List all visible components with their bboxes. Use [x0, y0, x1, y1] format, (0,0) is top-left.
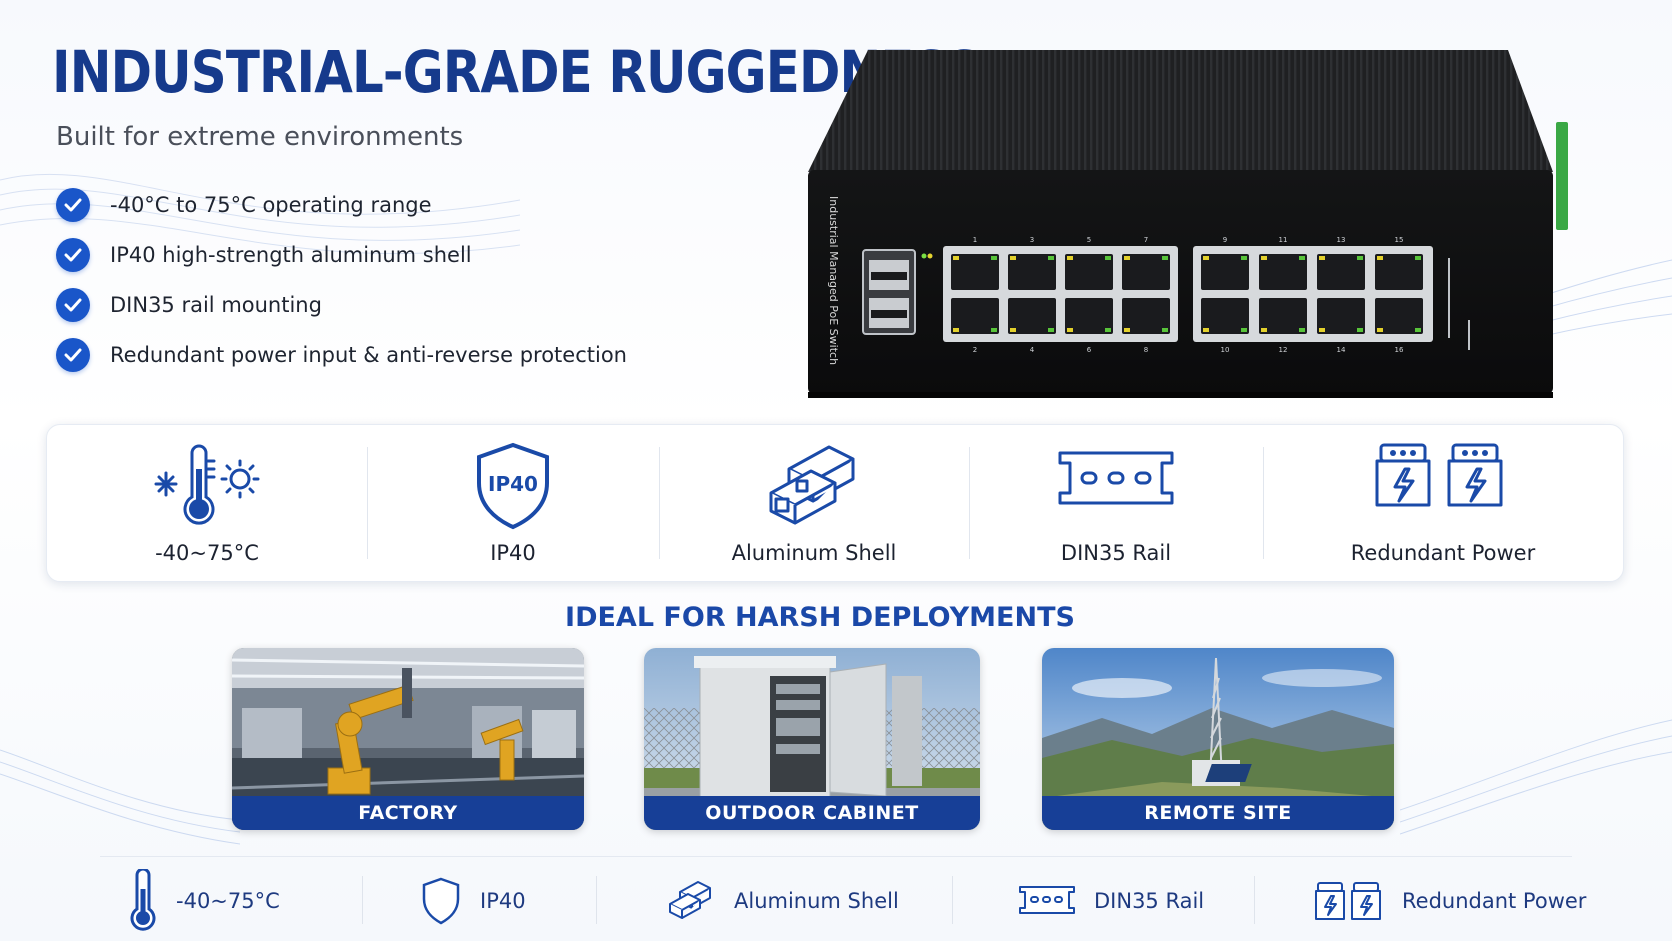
- aluminum-profile-icon: [669, 881, 711, 919]
- port-number: 11: [1279, 236, 1288, 244]
- bottom-item-aluminum: Aluminum Shell: [666, 866, 899, 936]
- scene-caption: FACTORY: [232, 796, 584, 830]
- deploy-section-title: IDEAL FOR HARSH DEPLOYMENTS: [565, 602, 1075, 633]
- scene-caption: REMOTE SITE: [1042, 796, 1394, 830]
- scene-caption: OUTDOOR CABINET: [644, 796, 980, 830]
- power-supply-icon: [1375, 443, 1503, 507]
- device-side-label: Industrial Managed PoE Switch: [827, 196, 840, 365]
- highlight-redundant-power: Redundant Power: [1263, 425, 1623, 581]
- aluminum-profile-icon: [769, 445, 855, 525]
- port-number: 2: [973, 346, 977, 354]
- factory-photo: FACTORY: [232, 648, 584, 830]
- din-rail-icon: [1019, 886, 1075, 914]
- highlight-label: Redundant Power: [1350, 541, 1536, 565]
- bottom-item-ip40: IP40: [420, 866, 526, 936]
- din-rail-icon: [1058, 451, 1174, 505]
- port-number: 3: [1030, 236, 1034, 244]
- power-supply-icon: [1315, 882, 1381, 920]
- list-item: Redundant power input & anti-reverse pro…: [56, 330, 627, 380]
- bottom-label: IP40: [480, 889, 526, 913]
- port-number: 4: [1030, 346, 1035, 354]
- highlight-din-rail: DIN35 Rail: [969, 425, 1263, 581]
- port-number: 14: [1337, 346, 1346, 354]
- port-number: 8: [1144, 346, 1148, 354]
- bottom-label: -40~75°C: [176, 889, 280, 913]
- highlight-temperature: -40~75°C: [47, 425, 367, 581]
- port-number: 1: [973, 236, 977, 244]
- bottom-summary-row: -40~75°C IP40 Aluminum Shell DIN35 Rail: [0, 866, 1672, 936]
- port-number: 16: [1395, 346, 1404, 354]
- bottom-label: DIN35 Rail: [1094, 889, 1205, 913]
- background-wave-bottom-right: [1400, 719, 1672, 835]
- highlight-ip40: IP40 IP40: [367, 425, 659, 581]
- page-subtitle: Built for extreme environments: [56, 122, 464, 152]
- list-item: -40°C to 75°C operating range: [56, 180, 627, 230]
- bottom-separator: [1254, 876, 1255, 924]
- highlight-aluminum: Aluminum Shell: [659, 425, 969, 581]
- bottom-item-redundant-power: Redundant Power: [1314, 866, 1586, 936]
- port-number: 7: [1144, 236, 1148, 244]
- background-wave-bottom-left: [0, 749, 240, 845]
- port-number: 5: [1087, 236, 1091, 244]
- shield-icon: [422, 877, 460, 925]
- port-number: 9: [1223, 236, 1227, 244]
- check-icon: [56, 338, 90, 372]
- list-item: DIN35 rail mounting: [56, 280, 627, 330]
- outdoor-cabinet-photo: OUTDOOR CABINET: [644, 648, 980, 830]
- list-item: IP40 high-strength aluminum shell: [56, 230, 627, 280]
- bottom-divider: [100, 856, 1572, 857]
- feature-text: DIN35 rail mounting: [110, 293, 322, 317]
- port-number: 13: [1337, 236, 1346, 244]
- highlight-label: -40~75°C: [155, 541, 259, 565]
- feature-text: IP40 high-strength aluminum shell: [110, 243, 472, 267]
- highlight-label: IP40: [490, 541, 536, 565]
- check-icon: [56, 188, 90, 222]
- check-icon: [56, 288, 90, 322]
- bottom-label: Redundant Power: [1402, 889, 1587, 913]
- ip40-badge-text: IP40: [488, 472, 538, 496]
- bottom-label: Aluminum Shell: [734, 889, 899, 913]
- port-number: 6: [1087, 346, 1092, 354]
- remote-site-photo: REMOTE SITE: [1042, 648, 1394, 830]
- feature-text: Redundant power input & anti-reverse pro…: [110, 343, 627, 367]
- shield-icon: IP40: [477, 442, 549, 530]
- port-number: 12: [1279, 346, 1288, 354]
- thermometer-icon: [130, 869, 156, 931]
- port-number: 10: [1221, 346, 1230, 354]
- check-icon: [56, 238, 90, 272]
- bottom-separator: [362, 876, 363, 924]
- highlight-label: Aluminum Shell: [731, 541, 897, 565]
- feature-strip: -40~75°C IP40 IP40 Aluminum Shell: [46, 424, 1624, 582]
- port-number: 15: [1395, 236, 1404, 244]
- bottom-item-temperature: -40~75°C: [128, 866, 280, 936]
- bottom-separator: [952, 876, 953, 924]
- feature-text: -40°C to 75°C operating range: [110, 193, 432, 217]
- bottom-separator: [596, 876, 597, 924]
- page-title: INDUSTRIAL-GRADE RUGGEDNESS: [52, 38, 982, 106]
- highlight-label: DIN35 Rail: [1060, 541, 1172, 565]
- bottom-item-din-rail: DIN35 Rail: [1018, 866, 1204, 936]
- poe-switch-image: Industrial Managed PoE Switch: [808, 50, 1568, 398]
- thermometer-icon: [154, 444, 260, 525]
- feature-checklist: -40°C to 75°C operating range IP40 high-…: [56, 180, 627, 380]
